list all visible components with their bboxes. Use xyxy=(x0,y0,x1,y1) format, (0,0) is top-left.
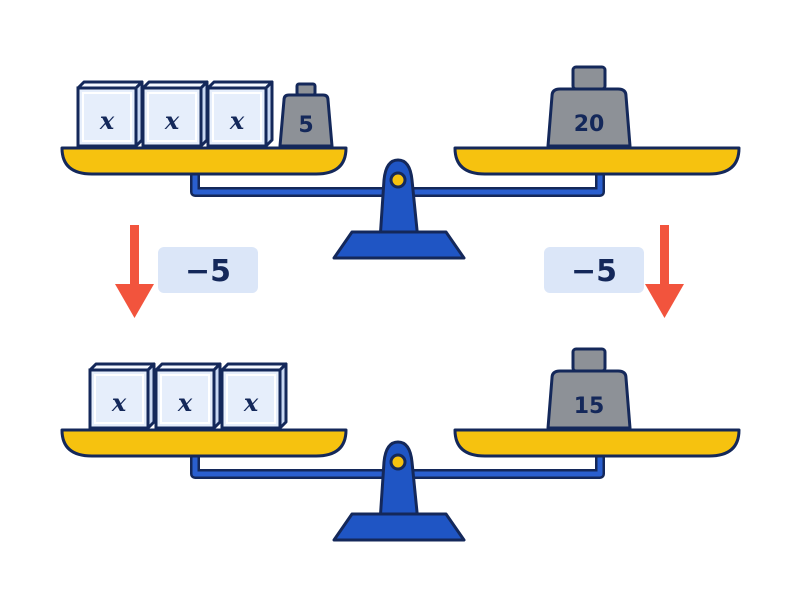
top-scale: x x x 5 20 xyxy=(62,65,739,258)
bottom-scale: x x x 15 xyxy=(62,347,739,540)
down-arrow-icon xyxy=(645,225,684,318)
x-variable-label: x xyxy=(111,388,127,417)
bottom-left-x-block-3: x xyxy=(220,362,288,430)
top-scale-frame xyxy=(62,148,739,258)
top-left-x-block-1: x xyxy=(76,80,144,148)
subtract-operation-label: −5 xyxy=(571,254,617,289)
bottom-left-x-block-1: x xyxy=(88,362,156,430)
x-variable-label: x xyxy=(99,106,115,135)
operation-label-box xyxy=(158,247,258,293)
top-left-weight: 5 xyxy=(278,82,334,148)
x-variable-label: x xyxy=(229,106,245,135)
left-operation: −5 xyxy=(115,225,258,318)
weight-label: 15 xyxy=(574,394,605,419)
weight-label: 5 xyxy=(298,113,313,138)
weight-label: 20 xyxy=(574,112,605,137)
x-variable-label: x xyxy=(243,388,259,417)
x-variable-label: x xyxy=(164,106,180,135)
operation-label-box xyxy=(544,247,644,293)
subtract-operation-label: −5 xyxy=(185,254,231,289)
top-left-x-block-3: x xyxy=(206,80,274,148)
right-operation: −5 xyxy=(544,225,684,318)
top-right-weight: 20 xyxy=(546,65,632,148)
top-left-x-block-2: x xyxy=(141,80,209,148)
bottom-scale-frame xyxy=(62,430,739,540)
bottom-left-x-block-2: x xyxy=(154,362,222,430)
down-arrow-icon xyxy=(115,225,154,318)
x-variable-label: x xyxy=(177,388,193,417)
bottom-right-weight: 15 xyxy=(546,347,632,430)
